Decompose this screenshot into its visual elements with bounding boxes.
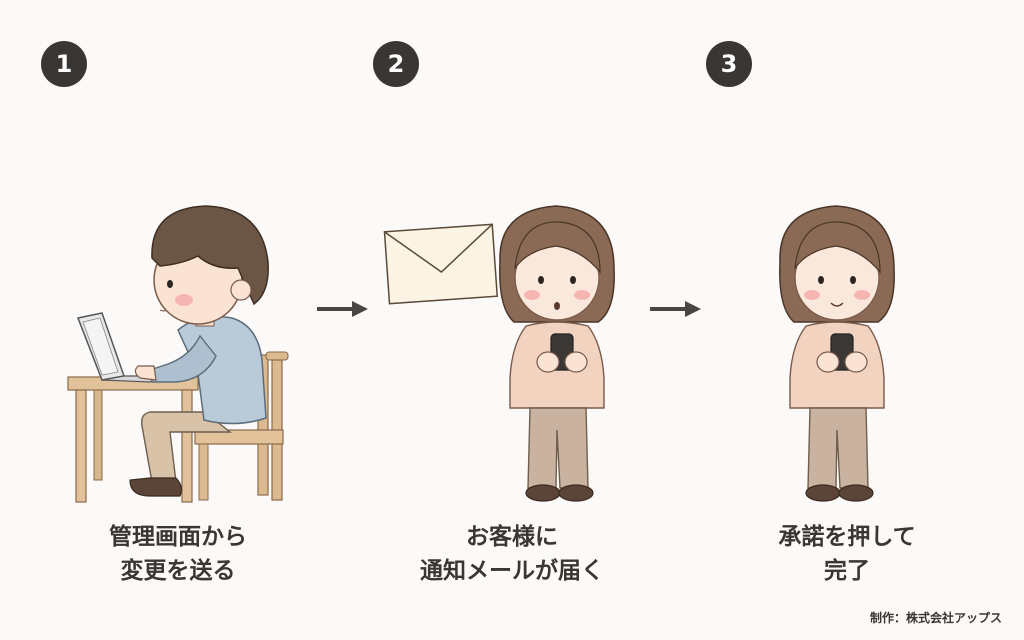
arrow-2-icon: [650, 301, 701, 317]
step-2-number-badge: 2: [373, 41, 419, 87]
step-3-number-badge: 3: [706, 41, 752, 87]
step-1-number-badge: 1: [41, 41, 87, 87]
step-3-caption: 承諾を押して 完了: [717, 520, 977, 588]
step-3-caption-line2: 完了: [824, 558, 870, 584]
step-3-caption-line1: 承諾を押して: [778, 524, 916, 550]
step-2-caption-line2: 通知メールが届く: [420, 558, 604, 584]
step-2-illustration: [383, 205, 615, 502]
step-2-caption: お客様に 通知メールが届く: [382, 520, 642, 588]
credit-text: 制作：株式会社アップス: [869, 611, 1002, 625]
step-1-caption-line1: 管理画面から: [109, 524, 247, 550]
step-3-illustration: [779, 205, 895, 502]
step-1-caption-line2: 変更を送る: [120, 558, 236, 584]
envelope-icon: [383, 223, 499, 305]
step-2-caption-line1: お客様に: [466, 524, 558, 550]
step-1-illustration: [67, 205, 289, 503]
step-1-caption: 管理画面から 変更を送る: [48, 520, 308, 588]
arrow-1-icon: [317, 301, 368, 317]
